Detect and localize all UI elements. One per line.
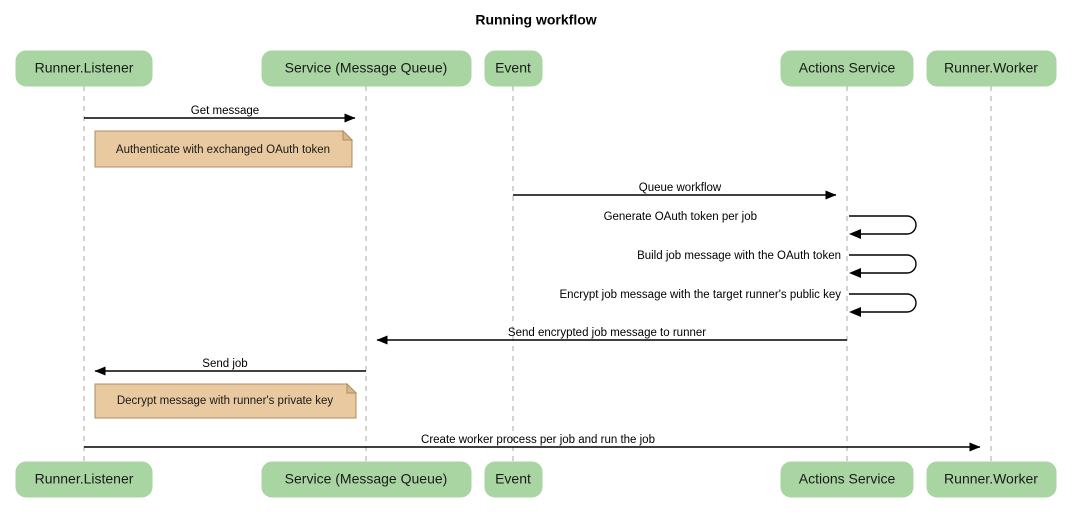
self-message-loop	[849, 254, 917, 274]
note-label: Decrypt message with runner's private ke…	[117, 395, 334, 407]
participant-runner-listener-top[interactable]: Runner.Listener	[15, 50, 153, 87]
note-fold-corner	[346, 382, 358, 394]
message-get-message[interactable]: Get message	[84, 105, 356, 123]
note-body[interactable]	[94, 383, 357, 419]
self-message-arrowhead	[849, 229, 861, 239]
participant-label: Runner.Worker	[944, 471, 1038, 487]
message-encrypt-job-message-with-the-target-runners-public-key[interactable]: Encrypt job message with the target runn…	[559, 289, 917, 317]
note-decrypt-note[interactable]: Decrypt message with runner's private ke…	[94, 382, 358, 419]
participant-box[interactable]	[15, 50, 153, 87]
message-label: Send encrypted job message to runner	[508, 327, 706, 339]
message-label: Encrypt job message with the target runn…	[559, 289, 841, 301]
participant-runner-worker-top[interactable]: Runner.Worker	[926, 50, 1057, 87]
message-send-job[interactable]: Send job	[94, 358, 366, 376]
page-title: Running workflow	[475, 12, 596, 28]
self-message-arrowhead	[849, 307, 861, 317]
participant-event-top[interactable]: Event	[484, 50, 543, 87]
participant-label: Runner.Worker	[944, 60, 1038, 76]
participant-service-message-queue-bottom[interactable]: Service (Message Queue)	[261, 461, 472, 498]
participant-box[interactable]	[261, 461, 472, 498]
self-message-arrowhead	[849, 268, 861, 278]
message-build-job-message-with-the-oauth-token[interactable]: Build job message with the OAuth token	[637, 250, 917, 278]
participant-runner-worker-bottom[interactable]: Runner.Worker	[926, 461, 1057, 498]
message-label: Create worker process per job and run th…	[421, 434, 655, 446]
participant-label: Service (Message Queue)	[285, 60, 448, 76]
participant-label: Service (Message Queue)	[285, 471, 448, 487]
participant-box[interactable]	[484, 50, 543, 87]
message-send-encrypted-job-message-to-runner[interactable]: Send encrypted job message to runner	[376, 327, 847, 345]
participant-box[interactable]	[926, 461, 1057, 498]
self-message-loop	[849, 215, 917, 235]
lifelines-group	[83, 86, 992, 462]
participant-label: Event	[495, 471, 531, 487]
participant-box[interactable]	[261, 50, 472, 87]
self-message-loop	[849, 293, 917, 313]
message-label: Send job	[202, 358, 247, 370]
note-body[interactable]	[94, 130, 353, 168]
participant-label: Actions Service	[799, 60, 896, 76]
message-queue-workflow[interactable]: Queue workflow	[513, 182, 837, 200]
participant-event-bottom[interactable]: Event	[484, 461, 543, 498]
message-label: Build job message with the OAuth token	[637, 250, 841, 262]
participant-box[interactable]	[15, 461, 153, 498]
messages-group: Get message Queue workflow Generate OAut…	[84, 105, 981, 452]
note-authenticate-note[interactable]: Authenticate with exchanged OAuth token	[94, 129, 354, 168]
participant-actions-service-bottom[interactable]: Actions Service	[780, 461, 914, 498]
participants-bottom: Runner.Listener Service (Message Queue) …	[15, 461, 1057, 498]
note-fold-corner	[342, 129, 354, 141]
message-label: Generate OAuth token per job	[604, 211, 757, 223]
participant-label: Event	[495, 60, 531, 76]
message-label: Queue workflow	[639, 182, 722, 194]
message-label: Get message	[191, 105, 259, 117]
message-generate-oauth-token-per-job[interactable]: Generate OAuth token per job	[604, 211, 917, 239]
participant-box[interactable]	[780, 50, 914, 87]
participant-box[interactable]	[484, 461, 543, 498]
participant-service-message-queue-top[interactable]: Service (Message Queue)	[261, 50, 472, 87]
participant-label: Actions Service	[799, 471, 896, 487]
message-create-worker-process-per-job-and-run-the-job[interactable]: Create worker process per job and run th…	[84, 434, 981, 452]
participant-box[interactable]	[780, 461, 914, 498]
participant-runner-listener-bottom[interactable]: Runner.Listener	[15, 461, 153, 498]
participant-label: Runner.Listener	[35, 471, 134, 487]
participants-top: Runner.Listener Service (Message Queue) …	[15, 50, 1057, 87]
note-label: Authenticate with exchanged OAuth token	[116, 144, 330, 156]
participant-box[interactable]	[926, 50, 1057, 87]
participant-actions-service-top[interactable]: Actions Service	[780, 50, 914, 87]
notes-group: Authenticate with exchanged OAuth token …	[94, 129, 358, 419]
participant-label: Runner.Listener	[35, 60, 134, 76]
